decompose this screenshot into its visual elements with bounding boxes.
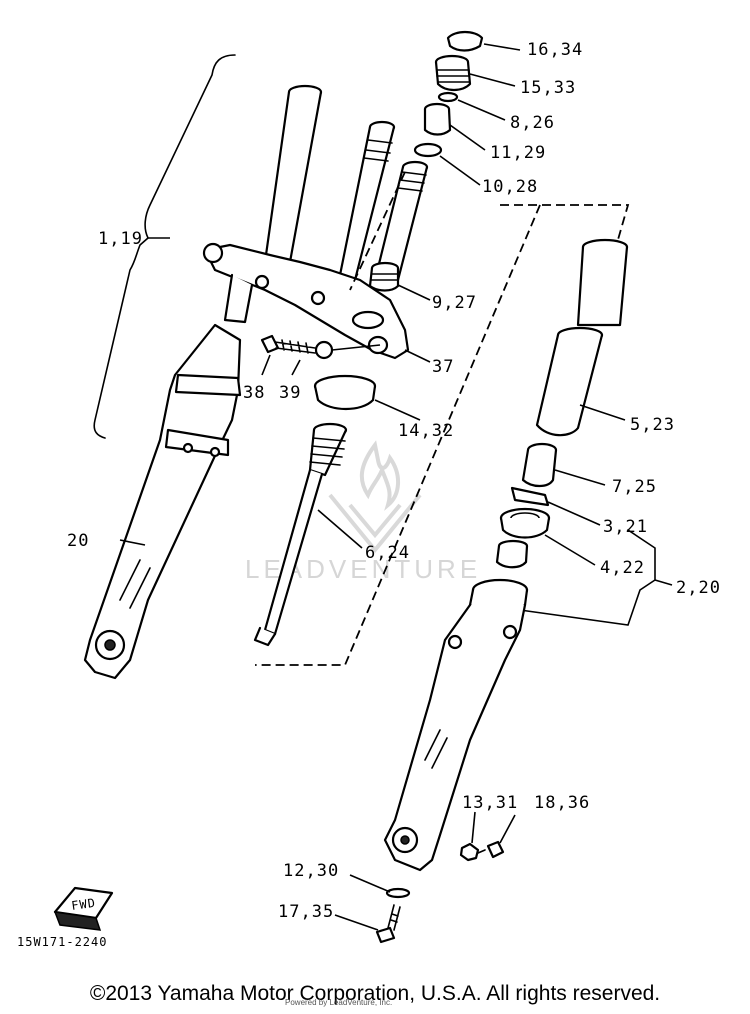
under-bracket (202, 120, 410, 360)
callout-3-21: 3,21 (603, 517, 648, 537)
right-outer-tube (383, 578, 529, 872)
callout-20: 20 (67, 531, 89, 551)
left-outer-tube (83, 323, 242, 680)
part-code: 15W171-2240 (17, 935, 107, 949)
bolt-17-35 (334, 904, 401, 944)
washer-39 (314, 340, 334, 360)
cap-bolt-15-33 (434, 54, 516, 92)
callout-39: 39 (279, 383, 301, 403)
callout-15-33: 15,33 (520, 78, 576, 98)
lower-tube-5-23 (535, 326, 626, 437)
callout-18-36: 18,36 (534, 793, 590, 813)
nut-13-31 (459, 811, 480, 862)
callout-11-29: 11,29 (490, 143, 546, 163)
damper-rod-6-24 (253, 422, 363, 647)
callout-5-23: 5,23 (630, 415, 675, 435)
pinch-bolt-38 (260, 334, 316, 354)
oil-seal-14-32 (313, 374, 421, 421)
callout-13-31: 13,31 (462, 793, 518, 813)
upper-tube-5-23 (576, 238, 629, 327)
spring-seat-10-28 (413, 142, 481, 186)
callout-16-34: 16,34 (527, 40, 583, 60)
assembly-bracket-1-19 (93, 54, 236, 439)
bolt-18-36 (477, 814, 516, 859)
callout-10-28: 10,28 (482, 177, 538, 197)
bracket-2-20 (519, 529, 656, 626)
callout-2-20: 2,20 (676, 578, 721, 598)
copyright-notice: ©2013 Yamaha Motor Corporation, U.S.A. A… (89, 982, 661, 1005)
oil-seal-4-22 (499, 507, 596, 566)
watermark-v-icon (328, 493, 422, 554)
o-ring-8-26 (437, 91, 506, 121)
watermark: LEADVENTURE (245, 440, 477, 584)
callout-8-26: 8,26 (510, 113, 555, 133)
callout-9-27: 9,27 (432, 293, 477, 313)
cap-16-34 (446, 30, 521, 52)
spacer-11-29 (423, 102, 486, 151)
watermark-flame-icon (359, 440, 400, 511)
group-outline (255, 171, 630, 666)
spring-9-27 (368, 261, 431, 301)
clip-3-21 (510, 486, 601, 526)
callout-6-24: 6,24 (365, 543, 410, 563)
forward-arrow-icon: FWD (53, 886, 114, 931)
washer-12-30 (349, 874, 411, 899)
callout-38: 38 (243, 383, 265, 403)
callout-37: 37 (432, 357, 454, 377)
callout-17-35: 17,35 (278, 902, 334, 922)
callout-12-30: 12,30 (283, 861, 339, 881)
callout-14-32: 14,32 (398, 421, 454, 441)
callout-4-22: 4,22 (600, 558, 645, 578)
forward-label: FWD (70, 896, 96, 913)
callout-1-19: 1,19 (98, 229, 143, 249)
bushing (495, 539, 529, 569)
left-fork-tube (263, 84, 323, 264)
overlay-note: Powered by LeadVenture, Inc. (285, 998, 393, 1007)
callout-7-25: 7,25 (612, 477, 657, 497)
collar-7-25 (521, 442, 606, 488)
